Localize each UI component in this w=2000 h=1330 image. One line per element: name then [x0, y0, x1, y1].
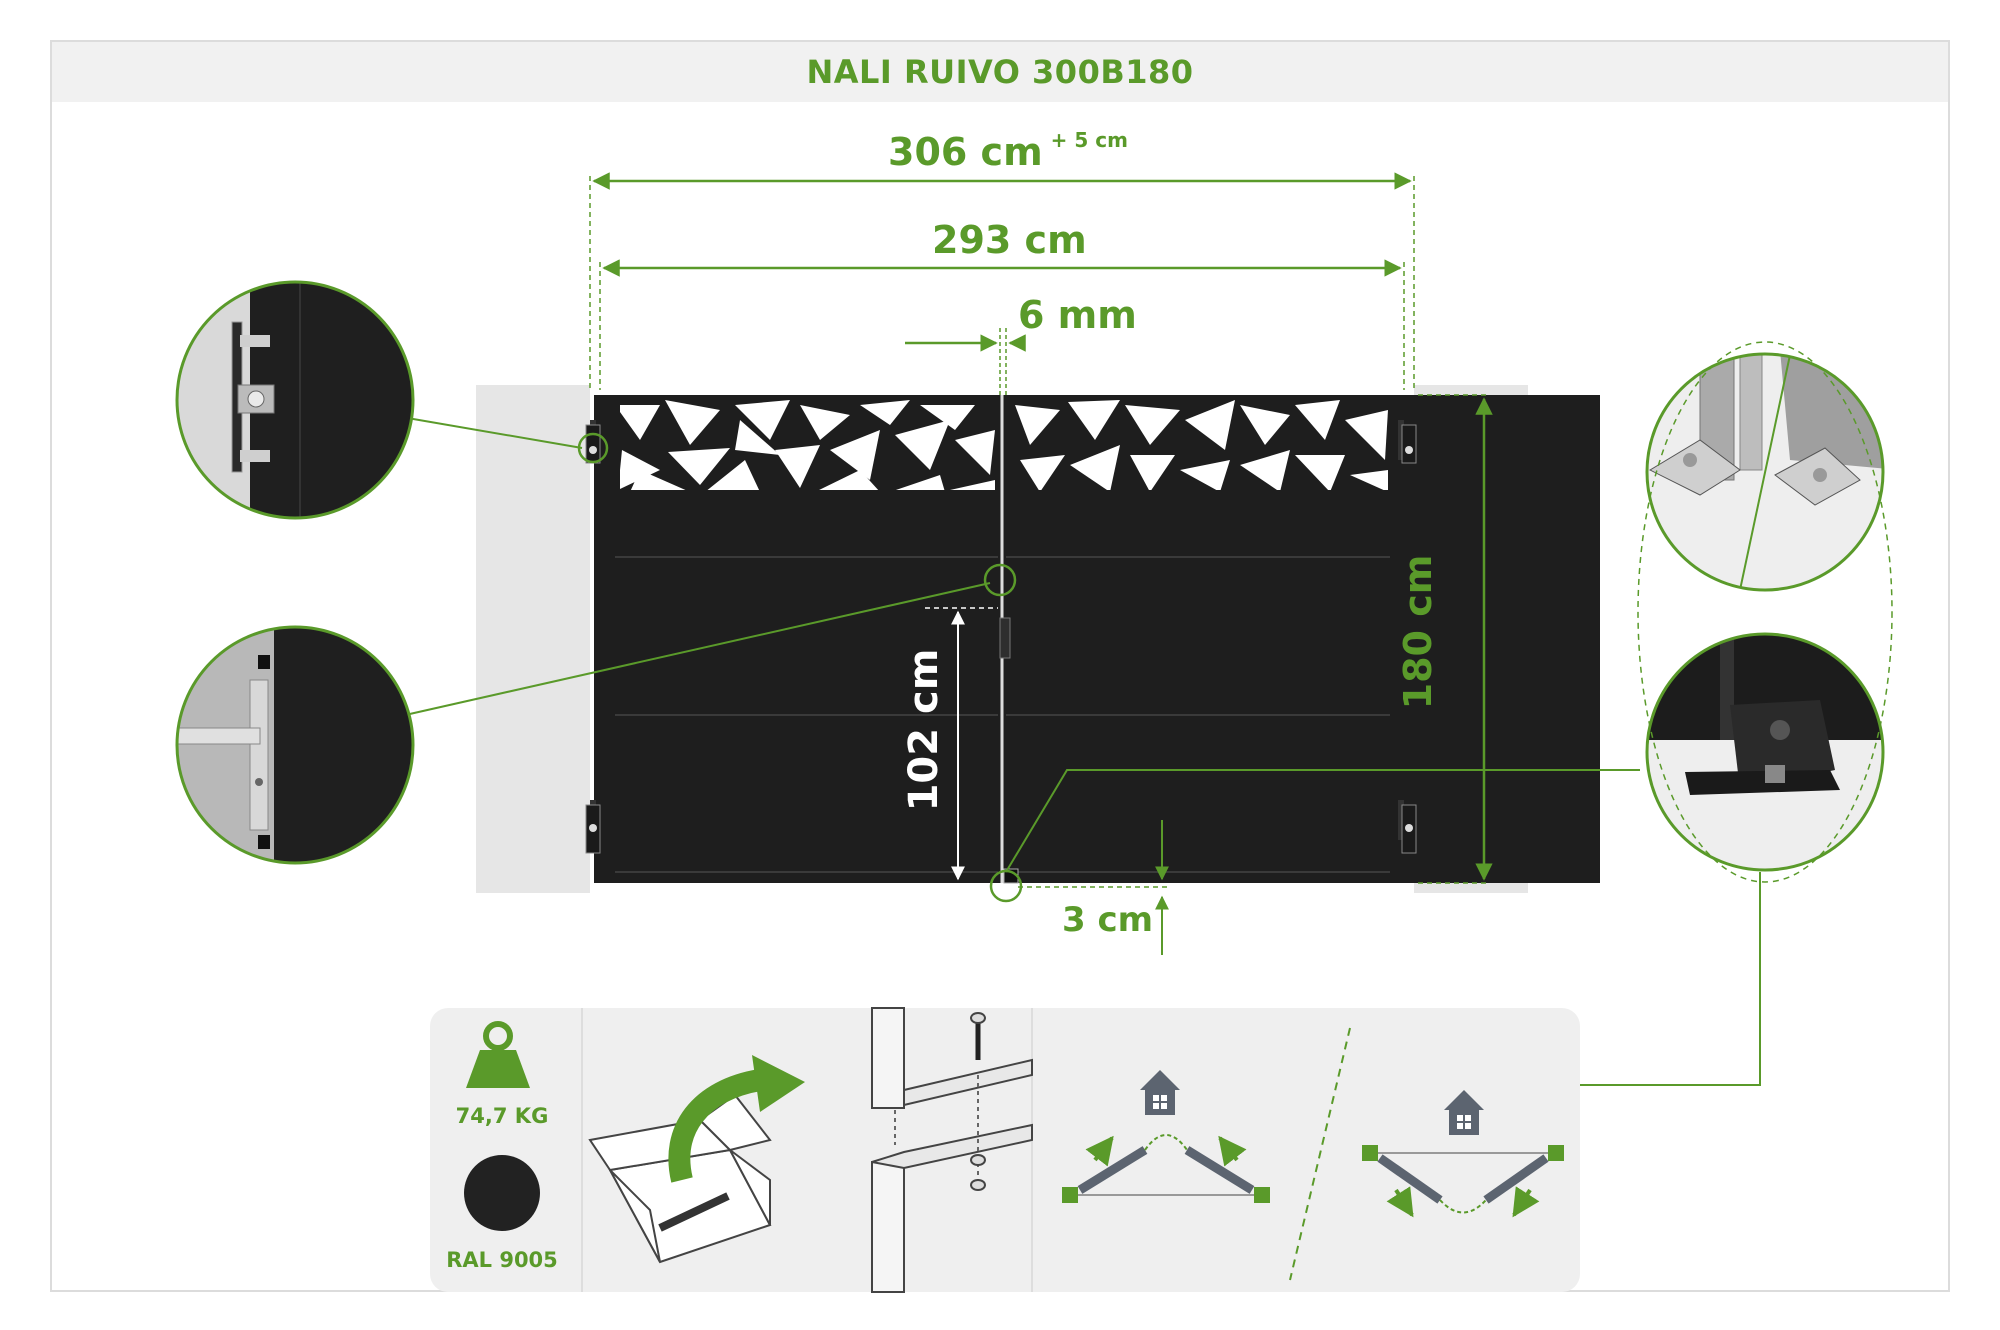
left-post: [476, 385, 590, 893]
handle-height-label: 102 cm: [901, 648, 947, 812]
hinge-top-right: [1401, 424, 1417, 464]
color-swatch-icon: [464, 1155, 540, 1231]
title-bar: [52, 42, 1948, 102]
post-assembly-icon: [871, 1007, 1033, 1293]
weight-icon: [466, 1021, 530, 1088]
hinge-bottom-right: [1401, 804, 1417, 854]
hinge-bottom-left: [585, 804, 601, 854]
hinge-detail-circle: [175, 280, 415, 520]
height-label: 180 cm: [1396, 554, 1440, 710]
gate-handle: [999, 617, 1011, 659]
gap-label: 6 mm: [1018, 293, 1137, 337]
box-unpack-icon: [588, 1055, 805, 1264]
color-label: RAL 9005: [446, 1248, 558, 1272]
handle-detail-circle: [175, 625, 415, 865]
overall-width-tolerance: + 5 cm: [1050, 128, 1128, 152]
weight-label: 74,7 KG: [455, 1104, 549, 1128]
gate-width-label: 293 cm: [932, 218, 1087, 262]
cutout-pattern-right: [1015, 400, 1388, 490]
overall-width-value: 306 cm: [888, 130, 1043, 174]
page-title: NALI RUIVO 300B180: [806, 53, 1194, 91]
ground-stop-detail-circle: [1645, 632, 1885, 872]
ground-clearance-label: 3 cm: [1062, 900, 1154, 940]
overall-width-label: 306 cm + 5 cm: [888, 128, 1128, 174]
detail-group-outline: [1637, 341, 1893, 883]
floor-stop-detail-circle: [1645, 352, 1885, 592]
hinge-top-left: [585, 424, 601, 464]
cutout-pattern-left: [620, 400, 995, 490]
inward-opening-icon: [1062, 1070, 1270, 1203]
outward-opening-icon: [1362, 1090, 1564, 1218]
